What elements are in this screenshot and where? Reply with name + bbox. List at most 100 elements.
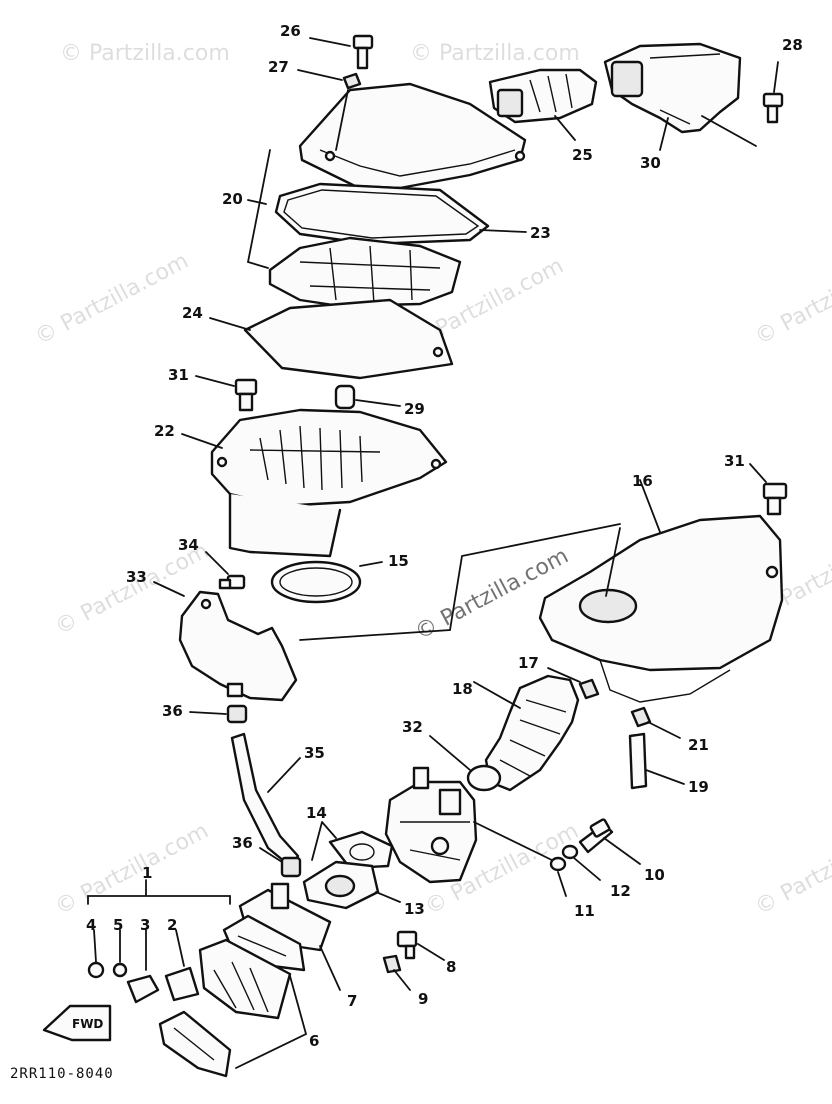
element-hole — [432, 346, 444, 358]
part-16-air-filter-case-joint — [538, 479, 784, 703]
assembly-guide — [299, 523, 621, 641]
callout-3: 3 — [140, 916, 150, 934]
part-7-spacer — [238, 882, 341, 991]
part-23-gasket-inner — [283, 189, 480, 239]
part-22-air-filter-case — [181, 408, 448, 558]
part-17-collar — [547, 667, 600, 700]
watermark: © Partzilla.com — [60, 41, 230, 66]
callout-29: 29 — [404, 400, 425, 418]
callout-12: 12 — [610, 882, 631, 900]
callout-28: 28 — [782, 36, 803, 54]
part-36-clip-upper — [189, 704, 248, 724]
callout-35: 35 — [304, 744, 325, 762]
callout-5: 5 — [113, 916, 123, 934]
callout-27: 27 — [268, 58, 289, 76]
part-32-band — [429, 735, 502, 792]
carburetor-assembly — [384, 766, 561, 884]
bracket-1 — [87, 879, 231, 905]
watermark: © Partzilla.com — [751, 249, 832, 351]
fwd-direction-badge: FWD — [42, 1004, 112, 1042]
callout-18: 18 — [452, 680, 473, 698]
part-24-element — [243, 298, 454, 380]
part-4-screw — [87, 961, 105, 979]
diagram-code: 2RR110-8040 — [10, 1066, 114, 1082]
callout-31-right: 31 — [724, 452, 745, 470]
part-34-bolt — [205, 551, 246, 590]
callout-36-upper: 36 — [162, 702, 183, 720]
part-19-hose — [628, 732, 685, 790]
callout-7: 7 — [347, 992, 357, 1010]
part-18-joint — [473, 674, 580, 792]
callout-17: 17 — [518, 654, 539, 672]
callout-14: 14 — [306, 804, 327, 822]
part-1-reed-valve-assembly — [198, 938, 292, 1020]
callout-2: 2 — [167, 916, 177, 934]
part-27-collar — [297, 69, 362, 90]
watermark: © Partzilla.com — [31, 249, 193, 351]
part-28-screw — [762, 61, 784, 124]
part-21-clamp — [630, 706, 681, 739]
part-8-screw — [396, 930, 445, 961]
part-36-clip-lower — [259, 847, 302, 878]
watermark: © Partzilla.com — [51, 819, 213, 921]
watermark: © Partzilla.com — [751, 819, 832, 921]
part-26-screw — [309, 34, 374, 70]
callout-25: 25 — [572, 146, 593, 164]
callout-26: 26 — [280, 22, 301, 40]
fwd-label: FWD — [72, 1017, 103, 1031]
part-23-gasket — [274, 182, 490, 246]
callout-24: 24 — [182, 304, 203, 322]
callout-33: 33 — [126, 568, 147, 586]
leader-23 — [479, 229, 527, 233]
part-15-gasket — [270, 560, 383, 604]
part-5-washer — [112, 962, 128, 978]
part-2-reed — [164, 966, 200, 1002]
part-12-washer — [561, 844, 601, 881]
callout-labels: 1 2 3 4 5 6 7 8 9 10 11 12 13 14 15 16 1… — [86, 22, 803, 1050]
callout-21: 21 — [688, 736, 709, 754]
part-31-bolt-right — [749, 463, 788, 516]
part-11-washer — [549, 856, 567, 897]
part-20-element-frame — [268, 236, 462, 308]
part-31-bolt-left — [195, 375, 258, 412]
part-6-gasket-lower — [158, 975, 308, 1078]
leader-24 — [209, 317, 251, 331]
cover-screw-axis — [335, 89, 349, 151]
callout-1: 1 — [142, 864, 152, 882]
part-20-cover-top — [298, 82, 527, 190]
part-9-washer — [382, 954, 411, 991]
callout-11: 11 — [574, 902, 595, 920]
part-35-hose — [230, 732, 301, 868]
callout-22: 22 — [154, 422, 175, 440]
callout-8: 8 — [446, 958, 456, 976]
leader-4 — [93, 929, 97, 963]
cover-hole — [324, 150, 336, 162]
callout-36-lower: 36 — [232, 834, 253, 852]
callout-15: 15 — [388, 552, 409, 570]
callout-16: 16 — [632, 472, 653, 490]
part-13-joint — [302, 860, 401, 910]
callout-6: 6 — [309, 1032, 319, 1050]
callout-30: 30 — [640, 154, 661, 172]
part-29-sleeve — [334, 384, 401, 410]
leader-20 — [247, 199, 267, 205]
callout-19: 19 — [688, 778, 709, 796]
watermark: © Partzilla.com — [410, 41, 580, 66]
cover-hole — [514, 150, 526, 162]
callout-13: 13 — [404, 900, 425, 918]
part-3-stopper — [126, 974, 160, 1004]
part-14-gasket — [311, 821, 394, 870]
callout-10: 10 — [644, 866, 665, 884]
part-10-screw — [578, 818, 641, 865]
callout-4: 4 — [86, 916, 96, 934]
leader-2 — [175, 929, 185, 967]
callout-34: 34 — [178, 536, 199, 554]
callout-23: 23 — [530, 224, 551, 242]
bracket-20 — [246, 149, 271, 269]
part-33-breather-box — [153, 581, 298, 702]
callout-32: 32 — [402, 718, 423, 736]
part-30-intake-duct — [603, 42, 757, 151]
part-25-joint-duct — [488, 68, 598, 141]
callout-20: 20 — [222, 190, 243, 208]
